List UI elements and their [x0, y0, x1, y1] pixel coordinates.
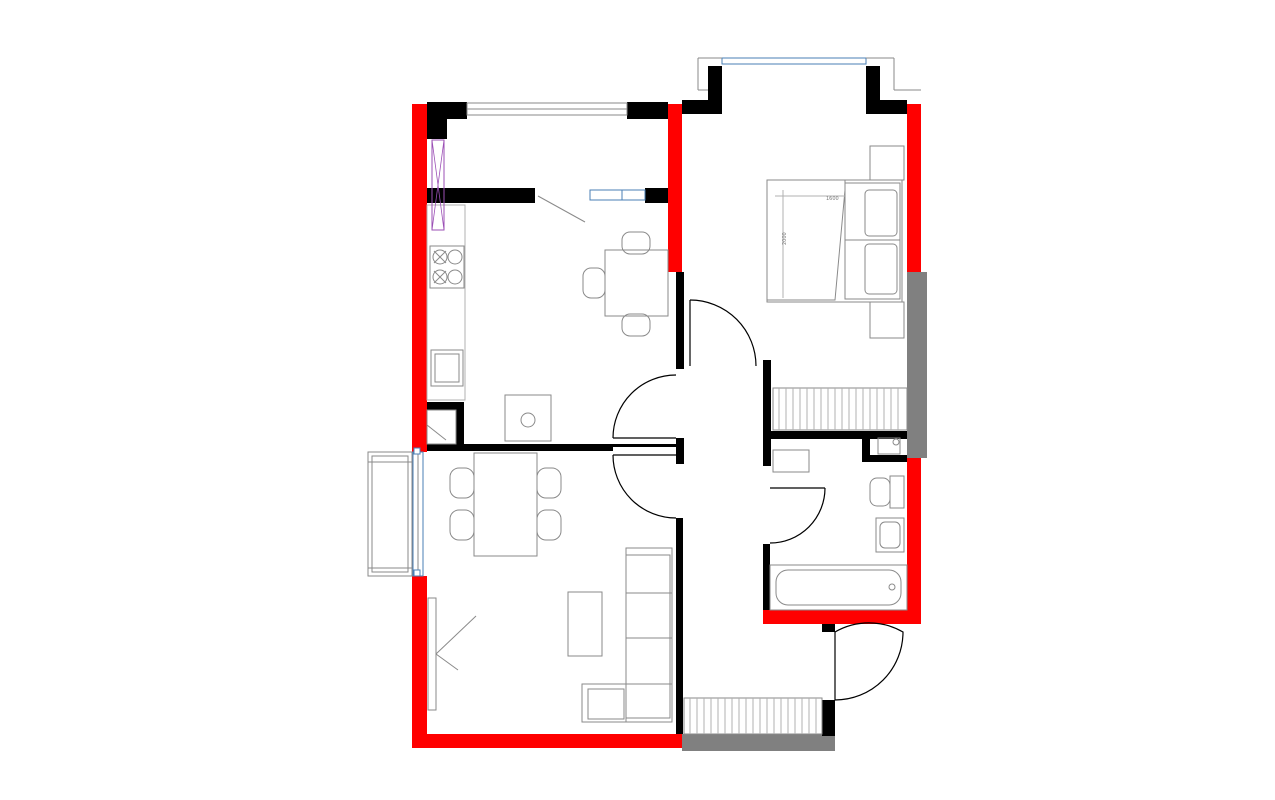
- burner-4: [447, 269, 463, 285]
- wall-corridor-west-lower: [676, 518, 683, 734]
- window-loggia-door: [589, 189, 623, 201]
- tv-stand: [427, 597, 437, 711]
- chair-bottom: [621, 313, 651, 337]
- fridge: [426, 409, 457, 445]
- nightstand-top: [869, 145, 905, 181]
- neighbor-wall-east: [907, 272, 927, 458]
- bathroom: [769, 437, 908, 611]
- wall-corridor-west-upper: [676, 272, 684, 369]
- sofa-corner: [581, 683, 627, 723]
- balcony-frame: [367, 451, 413, 577]
- bed-width-dimension: 1600: [826, 196, 839, 202]
- door-swing-bathroom: [769, 487, 826, 544]
- neighbor-walls: [682, 272, 927, 751]
- entrance-shelves: [689, 698, 817, 734]
- wall-corridor-west-mid: [676, 438, 684, 464]
- exterior-walls: [412, 104, 921, 748]
- window-bay: [721, 57, 867, 65]
- pillow-1: [864, 189, 898, 237]
- shaft-fixture: [877, 437, 901, 455]
- sofa-seat: [625, 554, 671, 719]
- bedroom: 1600 2000: [766, 145, 908, 431]
- dining-table-kitchen: [604, 249, 669, 317]
- column-corner: [427, 119, 447, 139]
- door-swing-kitchen: [612, 374, 677, 439]
- wall-entrance-side: [822, 700, 835, 736]
- interior-walls: [427, 66, 907, 736]
- exterior-wall-east-upper: [907, 104, 921, 274]
- kitchen: [426, 139, 669, 445]
- sofa-back: [625, 547, 673, 723]
- cooktop: [429, 245, 465, 289]
- toilet: [869, 477, 891, 507]
- living-chair-1: [449, 467, 475, 499]
- wall-kitchen-living-stub: [613, 444, 676, 447]
- washing-machine: [504, 394, 552, 442]
- bath-sink: [875, 517, 905, 553]
- wall-kitchen-living: [427, 444, 613, 451]
- wardrobe: [772, 387, 908, 431]
- wall-shaft-left: [862, 436, 870, 462]
- wall-kitchen-north-left: [427, 102, 467, 119]
- living-dining-table: [473, 452, 538, 557]
- exterior-wall-south: [412, 734, 682, 748]
- neighbor-wall-south: [682, 734, 835, 751]
- kitchen-counter: [426, 204, 466, 401]
- wall-niche-side: [456, 402, 464, 444]
- wall-niche-top: [427, 402, 464, 410]
- wall-bedroom-bath: [763, 431, 907, 439]
- wall-bay-left-horz: [682, 100, 722, 114]
- wall-loggia-partition-left: [427, 188, 535, 203]
- chair-left: [582, 267, 606, 299]
- exterior-wall-west-lower: [412, 576, 427, 748]
- exterior-wall-west-upper: [412, 104, 427, 452]
- living-chair-2: [449, 509, 475, 541]
- windows: [412, 57, 921, 577]
- wall-kitchen-north-right: [627, 102, 668, 119]
- living-chair-3: [536, 467, 562, 499]
- door-swing-entrance: [834, 622, 904, 701]
- laundry-box: [772, 449, 810, 473]
- wall-entrance-stub: [822, 624, 835, 632]
- chair-top: [621, 231, 651, 255]
- wall-loggia-partition-right: [645, 188, 668, 203]
- nightstand-bottom: [869, 301, 905, 339]
- wall-bay-right-horz: [866, 100, 907, 114]
- coffee-table: [567, 591, 603, 657]
- wardrobe-shelves: [778, 388, 899, 430]
- balcony-west: [367, 447, 421, 577]
- bed-length-dimension: 2000: [782, 232, 788, 245]
- wall-bath-west-lower: [763, 544, 770, 610]
- exterior-wall-bath-south: [763, 610, 921, 624]
- range-hood: [431, 139, 445, 231]
- exterior-wall-middle-north: [668, 104, 682, 272]
- door-swings: [537, 195, 904, 701]
- door-swing-bedroom: [689, 299, 757, 367]
- door-swing-living: [612, 454, 677, 519]
- burner-2: [447, 249, 463, 265]
- living-chair-4: [536, 509, 562, 541]
- exterior-wall-east-lower: [907, 458, 921, 624]
- bathtub: [769, 564, 908, 611]
- burner-1: [432, 249, 448, 265]
- wall-shaft-bottom: [862, 455, 907, 462]
- burner-3: [432, 269, 448, 285]
- pillow-2: [864, 243, 898, 295]
- living-room: [427, 452, 673, 723]
- wall-bedroom-south-stub: [763, 360, 771, 466]
- entrance: [683, 697, 823, 735]
- kitchen-sink: [430, 349, 464, 387]
